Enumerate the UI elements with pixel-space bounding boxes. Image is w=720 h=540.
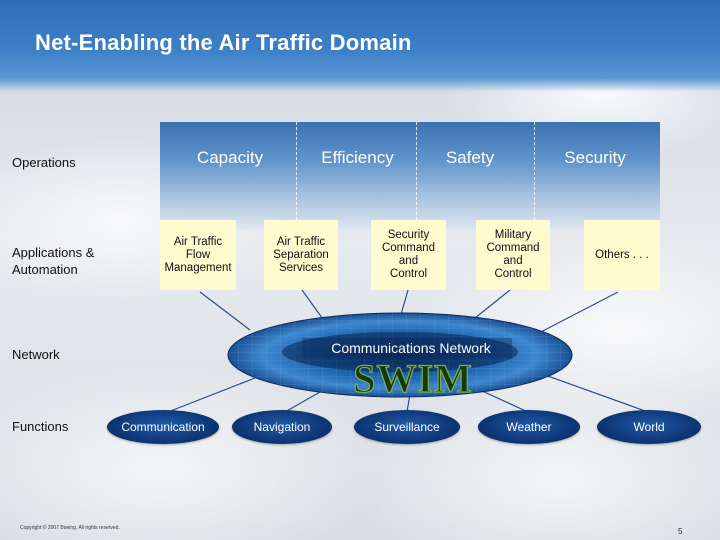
function-world[interactable]: World xyxy=(597,410,701,444)
page-number: 5 xyxy=(678,527,683,536)
function-surveillance[interactable]: Surveillance xyxy=(354,410,460,444)
app-label: Military Command and Control xyxy=(486,229,540,280)
column-divider xyxy=(534,122,535,230)
network-ring-hole xyxy=(282,332,518,372)
app-label: Air Traffic Flow Management xyxy=(164,235,232,274)
row-label-functions: Functions xyxy=(12,419,69,434)
capability-safety: Safety xyxy=(445,148,495,167)
network-label: Communications Network xyxy=(331,340,491,356)
row-label-operations: Operations xyxy=(12,155,76,170)
app-label: Security Command and Control xyxy=(381,229,436,280)
app-security-command-control[interactable]: Security Command and Control xyxy=(371,220,446,290)
column-divider xyxy=(296,122,297,230)
copyright-footer: Copyright © 2007 Boeing. All rights rese… xyxy=(20,525,120,531)
function-label: Communication xyxy=(121,420,205,434)
function-communication[interactable]: Communication xyxy=(107,410,219,444)
page-title: Net-Enabling the Air Traffic Domain xyxy=(35,30,412,55)
function-label: Weather xyxy=(506,420,552,434)
function-label: World xyxy=(633,420,665,434)
function-weather[interactable]: Weather xyxy=(478,410,580,444)
operations-panel xyxy=(160,122,660,230)
capability-security: Security xyxy=(564,148,626,167)
column-divider xyxy=(416,122,417,230)
row-label-network: Network xyxy=(12,347,60,362)
function-navigation[interactable]: Navigation xyxy=(232,410,332,444)
app-air-traffic-flow-management[interactable]: Air Traffic Flow Management xyxy=(160,220,236,290)
function-connectors xyxy=(167,374,649,413)
app-military-command-control[interactable]: Military Command and Control xyxy=(476,220,550,290)
capability-capacity: Capacity xyxy=(196,148,264,167)
function-label: Surveillance xyxy=(374,420,440,434)
app-label: Others . . . xyxy=(595,248,649,261)
app-air-traffic-separation-services[interactable]: Air Traffic Separation Services xyxy=(264,220,338,290)
app-others[interactable]: Others . . . xyxy=(584,220,660,290)
swim-label: SWIM xyxy=(353,356,473,401)
function-label: Navigation xyxy=(253,420,311,434)
row-label-applications: Applications & Automation xyxy=(12,245,95,277)
capability-efficiency: Efficiency xyxy=(321,148,394,167)
app-label: Air Traffic Separation Services xyxy=(273,235,329,274)
network-label-bg xyxy=(302,338,512,358)
title-banner xyxy=(0,0,720,92)
